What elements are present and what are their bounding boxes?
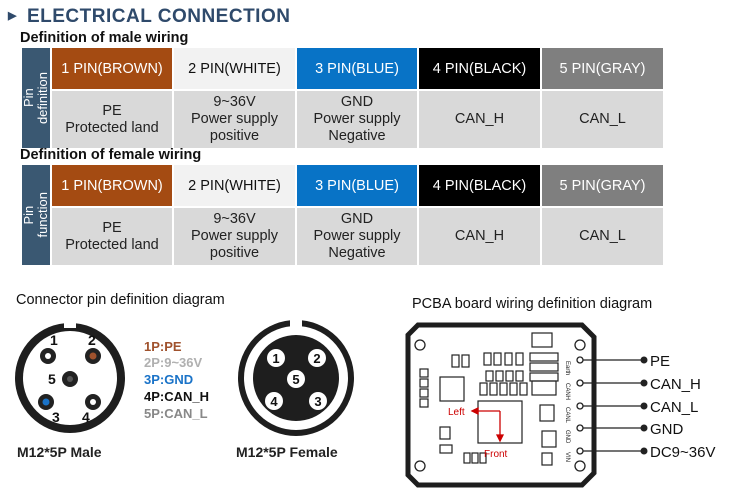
pcba-heading: PCBA board wiring definition diagram (412, 296, 653, 312)
legend-5: 5P:CAN_L (144, 406, 208, 421)
male-number-2: 2 (88, 332, 96, 348)
female-heading: Definition of female wiring (20, 147, 202, 163)
connector-drawings: 1 2 5 3 4 1P:PE 2P:9~36V 3P:GND 4P:CAN_H… (15, 318, 354, 436)
male-heading: Definition of male wiring (20, 30, 189, 46)
male-pin-5: 5 PIN(GRAY) (542, 48, 663, 91)
legend-4: 4P:CAN_H (144, 389, 209, 404)
left-label: Left (448, 407, 465, 418)
male-number-3: 3 (52, 409, 60, 425)
pcba-drawing: Left Front Earth CANH CANL GND VIN PE CA… (405, 322, 715, 488)
male-caption: M12*5P Male (17, 444, 102, 460)
legend-1: 1P:PE (144, 339, 182, 354)
wire-label-pe: PE (650, 353, 670, 370)
male-pin-2: 2 PIN(WHITE) (174, 48, 295, 91)
male-number-5: 5 (48, 371, 56, 387)
female-number-2: 2 (313, 351, 320, 366)
pcb-board-icon: Left Front Earth CANH CANL GND VIN (405, 322, 597, 488)
pad-canl: CANL (564, 407, 570, 424)
male-number-4: 4 (82, 409, 90, 425)
male-value-4: CAN_H (419, 91, 540, 148)
wire-leads (576, 356, 643, 455)
female-number-3: 3 (314, 394, 321, 409)
pad-vin: VIN (564, 452, 570, 462)
female-value-4: CAN_H (419, 208, 540, 265)
pad-canh: CANH (564, 383, 570, 400)
wire-label-gnd: GND (650, 421, 684, 438)
female-value-5: CAN_L (542, 208, 663, 265)
section-title: ▶ELECTRICAL CONNECTION (8, 6, 291, 27)
female-pin-5: 5 PIN(GRAY) (542, 165, 663, 208)
male-pin-3: 3 PIN(BLUE) (297, 48, 417, 91)
legend-3: 3P:GND (144, 372, 193, 387)
female-pin-1: 1 PIN(BROWN) (52, 165, 172, 208)
male-pin-4: 4 PIN(BLACK) (419, 48, 540, 91)
female-number-1: 1 (272, 351, 279, 366)
wire-label-dc: DC9~36V (650, 444, 715, 461)
female-connector-icon (238, 320, 354, 436)
front-label: Front (484, 449, 508, 460)
pad-gnd: GND (564, 430, 570, 444)
wire-label-canl: CAN_L (650, 399, 698, 416)
connector-heading: Connector pin definition diagram (16, 292, 225, 308)
female-number-4: 4 (270, 394, 278, 409)
triangle-bullet-icon: ▶ (8, 10, 17, 22)
legend-2: 2P:9~36V (144, 355, 203, 370)
pad-earth: Earth (564, 361, 570, 375)
female-pin-3: 3 PIN(BLUE) (297, 165, 417, 208)
wire-label-canh: CAN_H (650, 376, 701, 393)
female-pin-2: 2 PIN(WHITE) (174, 165, 295, 208)
male-value-5: CAN_L (542, 91, 663, 148)
male-pin-1: 1 PIN(BROWN) (52, 48, 172, 91)
female-number-5: 5 (292, 372, 299, 387)
male-connector-icon (15, 318, 125, 433)
male-number-1: 1 (50, 332, 58, 348)
female-caption: M12*5P Female (236, 444, 338, 460)
female-pin-4: 4 PIN(BLACK) (419, 165, 540, 208)
